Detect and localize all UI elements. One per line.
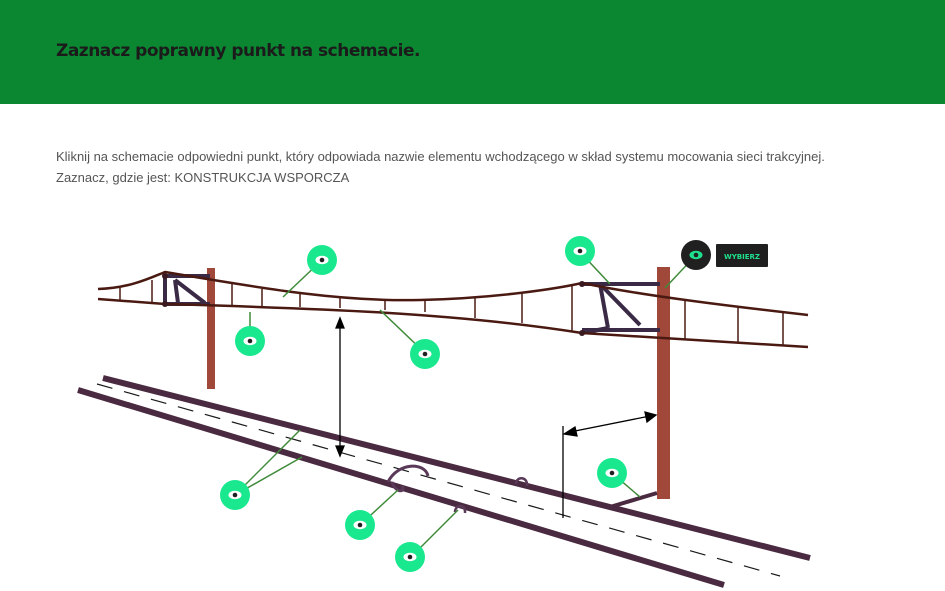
- hotspot-6[interactable]: [345, 510, 375, 540]
- select-label: WYBIERZ: [724, 253, 760, 261]
- track-loop-3: [514, 477, 529, 487]
- page-title: Zaznacz poprawny punkt na schemacie.: [56, 41, 420, 61]
- hotspot-1[interactable]: [307, 245, 337, 275]
- track: [77, 375, 811, 588]
- hotspot-5[interactable]: [220, 480, 250, 510]
- pole-right-foot: [609, 491, 658, 509]
- messenger-wire: [97, 270, 809, 317]
- dimension-clearance: [562, 411, 658, 518]
- contact-wire: [97, 297, 809, 349]
- wire-joints: [162, 273, 585, 336]
- hotspot-active[interactable]: [681, 240, 711, 270]
- hotspot-4[interactable]: [565, 236, 595, 266]
- catenary-wires: [97, 270, 809, 349]
- instructions: Kliknij na schemacie odpowiedni punkt, k…: [56, 146, 916, 188]
- cantilever-left: [163, 274, 210, 306]
- rail-bottom: [77, 387, 725, 588]
- hotspot-7[interactable]: [395, 542, 425, 572]
- select-button[interactable]: WYBIERZ: [716, 244, 768, 267]
- pole-right: [657, 267, 670, 499]
- dimension-height: [335, 316, 345, 458]
- track-centerline: [96, 383, 781, 577]
- task-prompt: Zaznacz, gdzie jest: KONSTRUKCJA WSPORCZ…: [56, 170, 350, 185]
- rail-top: [102, 375, 811, 561]
- hotspot-8[interactable]: [597, 458, 627, 488]
- track-loop-4: [453, 504, 467, 514]
- pole-left: [207, 268, 215, 389]
- hotspot-3[interactable]: [410, 339, 440, 369]
- header-banner: Zaznacz poprawny punkt na schemacie.: [0, 0, 945, 104]
- catenary-diagram: WYBIERZ: [77, 236, 811, 588]
- hotspot-2[interactable]: [235, 326, 265, 356]
- instruction-text: Kliknij na schemacie odpowiedni punkt, k…: [56, 149, 825, 164]
- track-loop-2: [390, 481, 405, 493]
- track-loop-1: [386, 464, 430, 483]
